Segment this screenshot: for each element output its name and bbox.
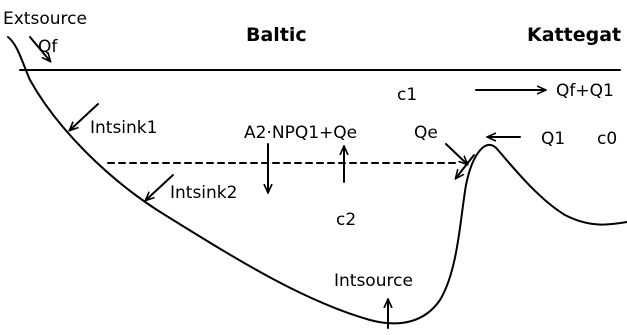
intsink1-arrow [70, 103, 99, 130]
intsink2-arrow [146, 174, 174, 200]
label-q1: Q1 [541, 129, 565, 149]
qe-inflow-arrow [445, 143, 467, 164]
label-c1: c1 [397, 85, 417, 105]
heading-kattegat: Kattegat [527, 24, 621, 46]
extsource-arrow [29, 36, 50, 61]
label-outflow: Qf+Q1 [556, 81, 614, 101]
label-qe: Qe [414, 123, 438, 143]
label-intsource: Intsource [334, 271, 413, 291]
label-c0: c0 [597, 129, 617, 149]
label-intsink2: Intsink2 [170, 183, 237, 203]
basin-bottom-profile [7, 36, 627, 325]
sill-return-arrow [456, 154, 475, 178]
label-extsource: Extsource [3, 9, 87, 29]
label-c2: c2 [336, 210, 356, 230]
heading-baltic: Baltic [246, 24, 307, 46]
label-a2npq1qe: A2·NPQ1+Qe [244, 123, 357, 143]
label-qf: Qf [38, 37, 58, 57]
label-intsink1: Intsink1 [90, 118, 157, 138]
